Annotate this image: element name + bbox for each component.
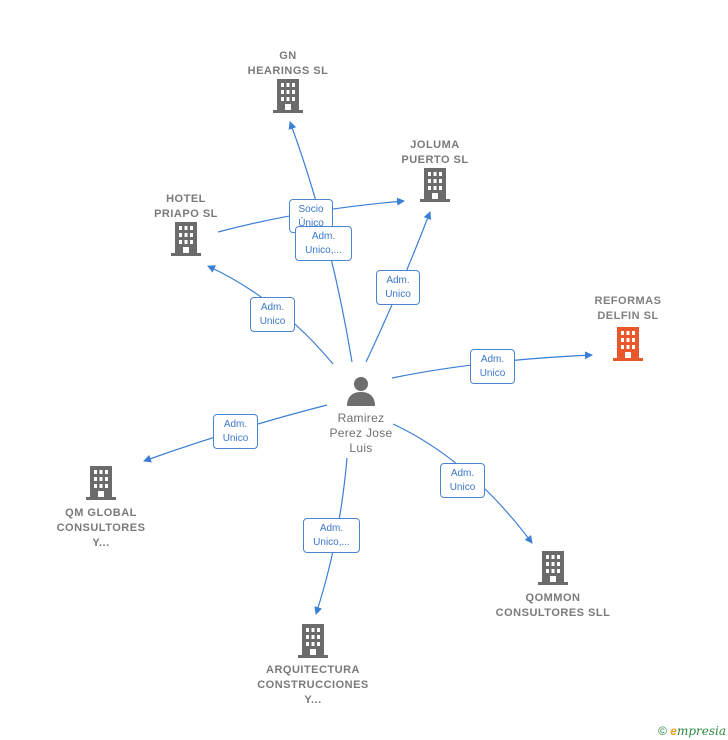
edge-label-qm[interactable]: Adm. Unico	[213, 414, 258, 449]
building-icon	[613, 327, 643, 361]
brand-name: mpresia	[676, 724, 726, 738]
company-joluma-puerto[interactable]: JOLUMA PUERTO SL	[385, 138, 485, 202]
footer-brand[interactable]: © empresia	[658, 724, 726, 738]
person-icon	[347, 377, 375, 406]
copyright-icon: ©	[658, 724, 667, 738]
company-qommon[interactable]: QOMMON CONSULTORES SLL	[488, 551, 618, 621]
company-hotel-priapo[interactable]: HOTEL PRIAPO SL	[136, 192, 236, 256]
company-name: HOTEL PRIAPO SL	[154, 193, 218, 220]
building-icon	[273, 79, 303, 113]
edge-label-arquitectura[interactable]: Adm. Unico,...	[303, 518, 360, 553]
company-name: JOLUMA PUERTO SL	[401, 139, 469, 166]
building-icon	[298, 624, 328, 658]
company-name: QM GLOBAL CONSULTORES Y...	[56, 507, 146, 549]
company-qm-global[interactable]: QM GLOBAL CONSULTORES Y...	[46, 466, 156, 551]
company-name: REFORMAS DELFIN SL	[594, 295, 662, 322]
company-gn-hearings[interactable]: GN HEARINGS SL	[238, 49, 338, 113]
building-icon	[86, 466, 116, 500]
brand-logo-initial: e	[670, 724, 677, 738]
company-name: QOMMON CONSULTORES SLL	[495, 592, 611, 619]
person-name: Ramirez Perez Jose Luis	[329, 411, 393, 455]
edge-label-hotel[interactable]: Adm. Unico	[250, 297, 295, 332]
company-name: ARQUITECTURA CONSTRUCCIONES Y...	[257, 664, 369, 706]
edge-label-gn[interactable]: Adm. Unico,...	[295, 226, 352, 261]
building-icon	[538, 551, 568, 585]
person-ramirez-perez[interactable]: Ramirez Perez Jose Luis	[311, 376, 411, 456]
edge-label-reformas[interactable]: Adm. Unico	[470, 349, 515, 384]
edge-label-joluma[interactable]: Adm. Unico	[376, 270, 420, 305]
company-reformas-delfin[interactable]: REFORMAS DELFIN SL	[578, 294, 678, 361]
edge-label-qommon[interactable]: Adm. Unico	[440, 463, 485, 498]
company-arquitectura[interactable]: ARQUITECTURA CONSTRUCCIONES Y...	[248, 624, 378, 708]
company-name: GN HEARINGS SL	[247, 50, 329, 77]
building-icon	[171, 222, 201, 256]
building-icon	[420, 168, 450, 202]
